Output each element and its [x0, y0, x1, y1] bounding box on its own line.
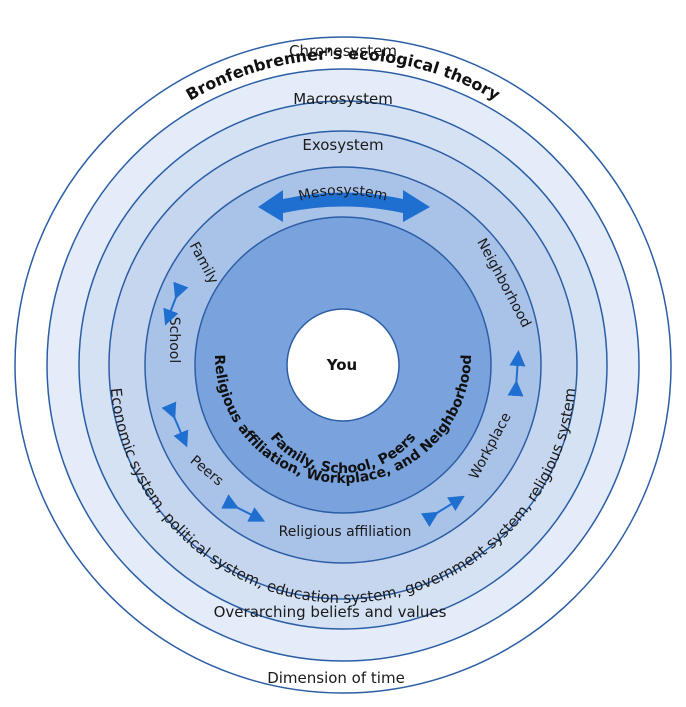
- arrow-religious-workplace: [420, 495, 465, 528]
- macrosystem-description: Overarching beliefs and values: [214, 603, 447, 621]
- mesosystem-label: Mesosystem: [297, 183, 389, 205]
- center-label: You: [326, 356, 357, 374]
- chronosystem-description: Dimension of time: [267, 669, 405, 687]
- mesosystem-arrow: [258, 190, 430, 222]
- exosystem-label: Exosystem: [302, 136, 383, 154]
- arrow-family-school: [163, 281, 189, 326]
- chronosystem-label: Chronosystem: [289, 42, 397, 60]
- arrow-workplace-neighborhood: [507, 350, 526, 397]
- macrosystem-label: Macrosystem: [293, 90, 393, 108]
- arrow-peers-religious: [221, 494, 266, 522]
- meso-item-religious-affiliation: Religious affiliation: [279, 524, 412, 540]
- meso-item-school: School: [166, 317, 182, 363]
- arrow-school-peers: [161, 401, 189, 448]
- center-circle: [286, 308, 400, 422]
